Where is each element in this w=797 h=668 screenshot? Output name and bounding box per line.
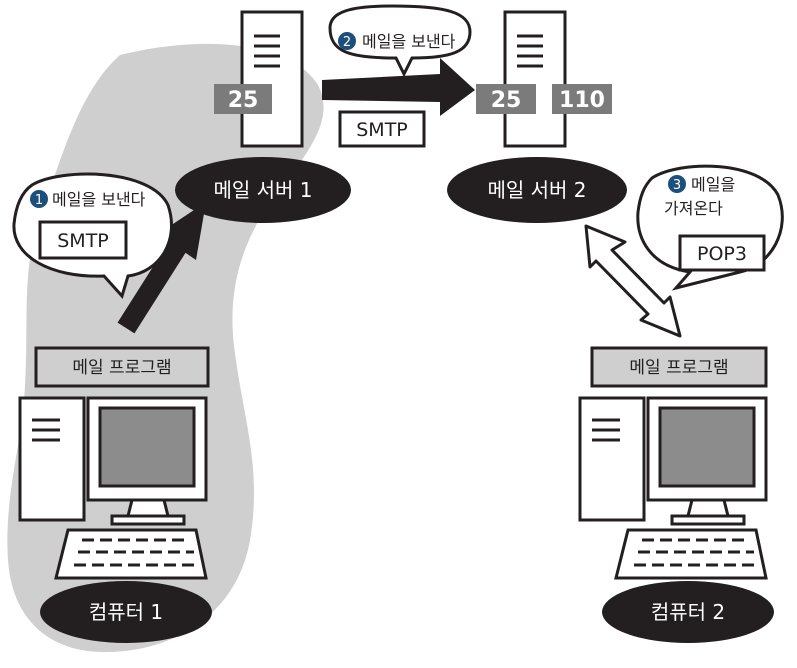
- computer-1-monitor: [86, 396, 208, 526]
- double-arrow-server2-computer2: [584, 224, 682, 338]
- computer-1-tower: [18, 396, 86, 522]
- server-1-ellipse: 메일 서버 1: [175, 157, 351, 223]
- server-1-label: 메일 서버 1: [213, 178, 312, 202]
- step-3-speech-bubble: 3 메일을 가져온다 POP3: [636, 164, 784, 291]
- step-2-text: 메일을 보낸다: [362, 32, 456, 51]
- computer-1-keyboard: [54, 528, 208, 580]
- step-2-protocol-box: SMTP: [338, 110, 426, 148]
- step-2-speech-bubble: 2 메일을 보낸다: [328, 4, 472, 78]
- computer-2-tower: [578, 396, 646, 522]
- step-1-badge: [30, 190, 48, 208]
- server-1-port-25: 25: [214, 84, 272, 114]
- step-1-protocol: SMTP: [57, 230, 109, 252]
- server-1-tower: [240, 10, 304, 148]
- step-1-number: 1: [35, 193, 43, 208]
- computer-1-program-bar: 메일 프로그램: [34, 346, 210, 388]
- step-3-text-line-2: 가져온다: [664, 199, 723, 218]
- step-2-badge: [338, 32, 356, 50]
- step-3-number: 3: [673, 178, 681, 193]
- arrow-server1-to-server2: [322, 58, 475, 116]
- step-2-number: 2: [343, 35, 351, 50]
- server-2-port-110-label: 110: [559, 88, 605, 113]
- server-2-ellipse: 메일 서버 2: [447, 157, 627, 223]
- computer-1-label: 컴퓨터 1: [89, 600, 163, 624]
- server-2-port-25-label: 25: [491, 88, 522, 113]
- computer-2-label: 컴퓨터 2: [651, 600, 725, 624]
- step-1-text: 메일을 보낸다: [52, 190, 146, 209]
- server-2-port-25: 25: [476, 84, 536, 114]
- server-2-tower: [503, 10, 567, 148]
- computer-2-monitor: [646, 396, 768, 526]
- computer-2-ellipse: 컴퓨터 2: [602, 581, 774, 643]
- computer-2-program-bar: 메일 프로그램: [590, 346, 768, 388]
- computer-1-ellipse: 컴퓨터 1: [40, 581, 212, 643]
- computer-2-keyboard: [614, 528, 768, 580]
- computer-2-program-label: 메일 프로그램: [629, 358, 728, 378]
- server-1-port-label: 25: [228, 88, 259, 113]
- server-2-port-110: 110: [552, 84, 612, 114]
- step-2-protocol: SMTP: [356, 119, 408, 141]
- computer-1-program-label: 메일 프로그램: [72, 358, 171, 378]
- server-2-label: 메일 서버 2: [487, 178, 586, 202]
- step-3-badge: [668, 175, 686, 193]
- step-1-speech-bubble: 1 메일을 보낸다 SMTP: [12, 172, 173, 299]
- step-3-text-line-1: 메일을: [691, 175, 735, 194]
- arrow-computer1-to-server1: [117, 202, 206, 334]
- step-3-protocol: POP3: [697, 243, 747, 265]
